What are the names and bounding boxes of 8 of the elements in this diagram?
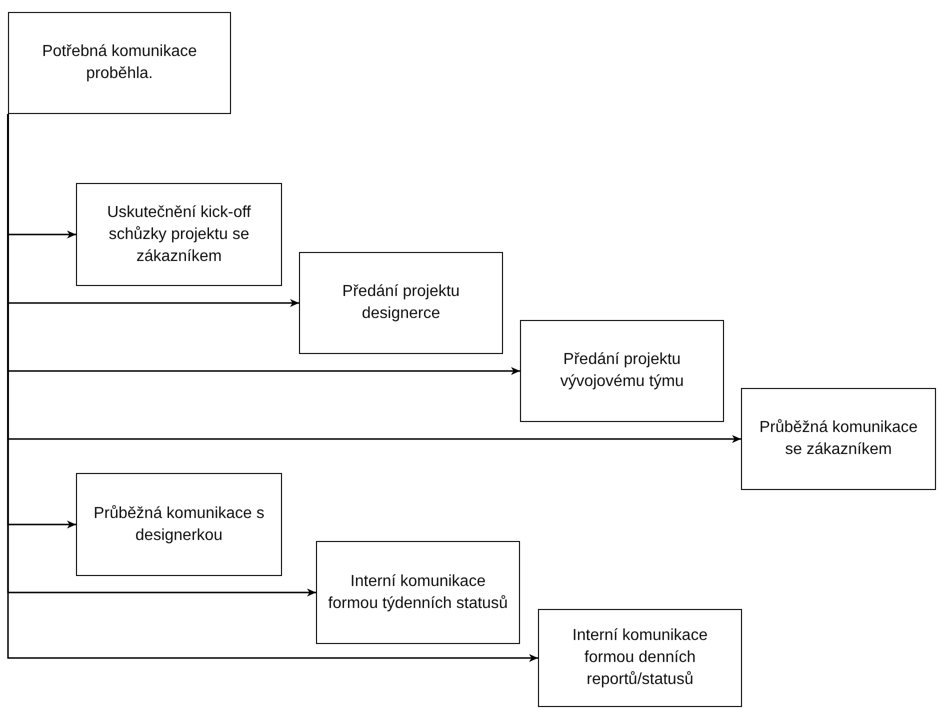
process-box: Interní komunikace formou denních reportů/statusů [538, 609, 742, 707]
start-box: Potřebná komunikace proběhla. [8, 12, 231, 114]
process-box: Uskutečnění kick-off schůzky projektu se zákazníkem [76, 183, 282, 286]
process-box: Předání projektu designerce [299, 252, 503, 354]
process-box: Průběžná komunikace s designerkou [76, 473, 282, 576]
process-box: Průběžná komunikace se zákazníkem [741, 388, 936, 490]
process-box: Interní komunikace formou týdenních statusů [316, 541, 520, 644]
process-box: Předání projektu vývojovému týmu [520, 320, 724, 422]
